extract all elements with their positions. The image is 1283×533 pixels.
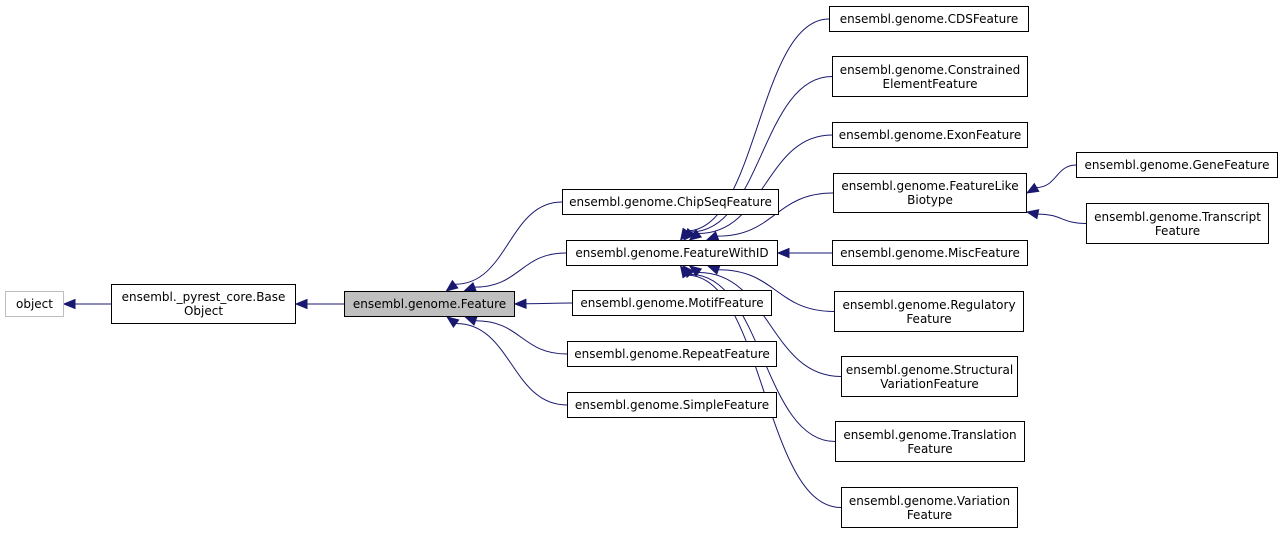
edge-simple-to-feature (456, 323, 568, 406)
node-chipseq-feature[interactable]: ensembl.genome.ChipSeqFeature (562, 189, 779, 215)
edge-structural-to-featurewithid (698, 271, 842, 377)
node-regulatory-feature-label-line2: Feature (906, 311, 952, 326)
node-object-label: object (16, 297, 53, 311)
node-constrained-element-feature[interactable]: ensembl.genome.Constrained ElementFeatur… (832, 56, 1028, 97)
edge-motif-to-feature (525, 302, 573, 305)
edge-featurewithid-to-feature (474, 252, 567, 288)
node-repeat-feature-label: ensembl.genome.RepeatFeature (574, 347, 770, 361)
edge-arrowhead-repeat-to-feature (464, 315, 478, 326)
node-feature-like-biotype-label-line1: ensembl.genome.FeatureLike (841, 179, 1019, 193)
node-misc-feature-label: ensembl.genome.MiscFeature (840, 246, 1020, 260)
node-structural-label-line2: VariationFeature (880, 376, 979, 391)
node-constrained-label-line1: ensembl.genome.Constrained (839, 62, 1021, 77)
node-feature: ensembl.genome.Feature (344, 291, 515, 317)
node-simple-feature-label: ensembl.genome.SimpleFeature (574, 398, 770, 412)
node-transcript-feature-label-line2: Feature (1154, 223, 1201, 238)
node-gene-feature-label: ensembl.genome.GeneFeature (1084, 158, 1270, 172)
node-feature-with-id-label: ensembl.genome.FeatureWithID (575, 246, 769, 260)
node-base-object[interactable]: ensembl._pyrest_core.Base Object (111, 284, 296, 324)
node-motif-feature[interactable]: ensembl.genome.MotifFeature (572, 290, 772, 316)
edge-repeat-to-feature (475, 320, 568, 355)
edge-exon-to-featurewithid (698, 134, 833, 234)
node-simple-feature[interactable]: ensembl.genome.SimpleFeature (567, 392, 777, 418)
node-translation-feature[interactable]: ensembl.genome.Translation Feature (835, 421, 1025, 462)
node-misc-feature[interactable]: ensembl.genome.MiscFeature (832, 240, 1028, 266)
node-feature-with-id[interactable]: ensembl.genome.FeatureWithID (566, 240, 778, 266)
node-regulatory-feature-label-line1: ensembl.genome.Regulatory (842, 297, 1016, 312)
edge-arrowhead-misc-to-featurewithid (776, 247, 790, 259)
node-structural-label-line1: ensembl.genome.Structural (845, 362, 1014, 377)
edge-arrowhead-regulatory-to-featurewithid (706, 264, 721, 275)
node-feature-label: ensembl.genome.Feature (352, 297, 507, 311)
node-feature-like-biotype-label-line2: Biotype (907, 193, 953, 207)
node-chipseq-feature-label: ensembl.genome.ChipSeqFeature (569, 195, 772, 209)
edge-variation-to-featurewithid (686, 274, 842, 508)
node-object: object (5, 291, 64, 317)
edge-arrowhead-base_object-to-object (62, 298, 76, 310)
node-variation-feature-label-line1: ensembl.genome.Variation (848, 493, 1011, 508)
node-translation-feature-label-line2: Feature (907, 441, 953, 456)
node-constrained-label-line2: ElementFeature (882, 76, 978, 91)
node-cds-feature[interactable]: ensembl.genome.CDSFeature (829, 6, 1029, 32)
edge-transcript-to-featurelikebiotype (1037, 213, 1087, 224)
node-base-object-label-line2: Object (183, 304, 224, 318)
node-transcript-feature[interactable]: ensembl.genome.Transcript Feature (1086, 203, 1269, 244)
edge-constrained-to-featurewithid (691, 76, 833, 233)
edge-arrowhead-transcript-to-featurelikebiotype (1025, 209, 1040, 220)
node-translation-feature-label-line1: ensembl.genome.Translation (843, 427, 1017, 442)
node-cds-feature-label: ensembl.genome.CDSFeature (839, 12, 1019, 26)
edge-chipseq-to-feature (455, 201, 563, 285)
edge-arrowhead-variation-to-featurewithid (679, 264, 692, 279)
node-variation-feature-label-line2: Feature (906, 507, 953, 522)
edge-regulatory-to-featurewithid (718, 269, 835, 312)
edge-cds-to-featurewithid (686, 18, 830, 232)
edge-arrowhead-constrained-to-featurewithid (682, 227, 696, 241)
node-base-object-label-line1: ensembl._pyrest_core.Base (121, 290, 286, 304)
node-exon-feature-label: ensembl.genome.ExonFeature (838, 128, 1022, 142)
edge-arrowhead-feature-to-base_object (294, 298, 308, 310)
node-gene-feature[interactable]: ensembl.genome.GeneFeature (1076, 152, 1278, 178)
edge-arrowhead-gene-to-featurelikebiotype (1025, 182, 1040, 194)
node-transcript-feature-label-line1: ensembl.genome.Transcript (1094, 209, 1261, 224)
edge-arrowhead-simple-to-feature (446, 316, 460, 328)
edge-arrowhead-exon-to-featurewithid (688, 228, 703, 241)
node-structural-variation-feature[interactable]: ensembl.genome.Structural VariationFeatu… (841, 356, 1018, 397)
node-variation-feature[interactable]: ensembl.genome.Variation Feature (841, 487, 1018, 528)
node-feature-like-biotype[interactable]: ensembl.genome.FeatureLike Biotype (833, 173, 1027, 213)
edge-arrowhead-chipseq-to-feature (445, 279, 459, 292)
node-regulatory-feature[interactable]: ensembl.genome.Regulatory Feature (834, 291, 1024, 332)
edge-arrowhead-motif-to-feature (513, 298, 527, 310)
node-repeat-feature[interactable]: ensembl.genome.RepeatFeature (567, 341, 777, 367)
edge-gene-to-featurelikebiotype (1036, 164, 1077, 189)
node-exon-feature[interactable]: ensembl.genome.ExonFeature (832, 122, 1028, 148)
node-motif-feature-label: ensembl.genome.MotifFeature (580, 296, 764, 310)
